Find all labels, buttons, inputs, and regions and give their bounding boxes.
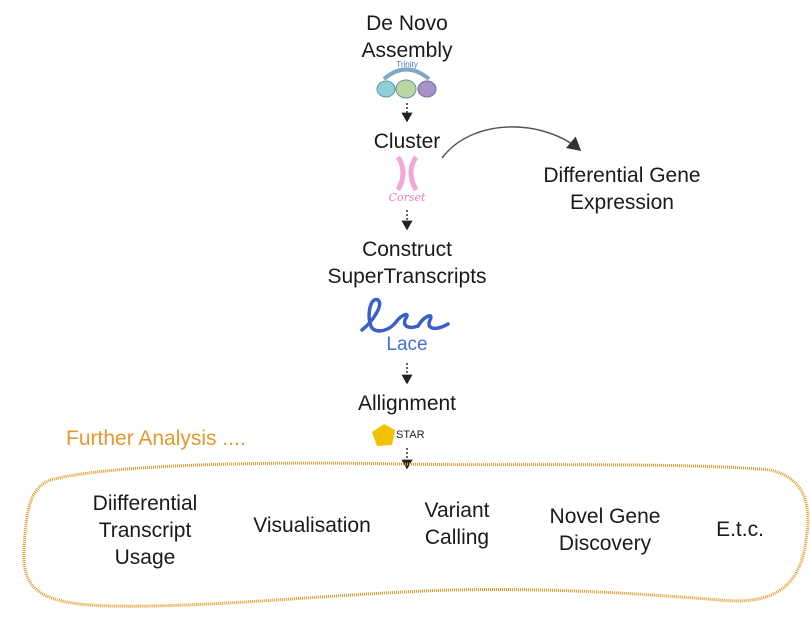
analysis-item-dtu-line2: Transcript xyxy=(98,519,192,542)
step-supertranscripts-line1: Construct xyxy=(362,238,452,261)
step-cluster: Cluster xyxy=(373,130,441,153)
analysis-item-visualisation-line1: Visualisation xyxy=(253,514,371,537)
step-alignment: Allignment xyxy=(357,392,457,415)
arrow-cluster-dge xyxy=(441,126,582,159)
analysis-item-etc: E.t.c. xyxy=(690,516,790,543)
lace-logo-icon xyxy=(360,297,450,333)
trinity-logo-icon xyxy=(376,67,437,99)
analysis-item-dtu-line3: Usage xyxy=(114,546,176,569)
analysis-item-dtu-line1: Diifferential xyxy=(92,492,198,515)
step-assembly: De Novo Assembly xyxy=(337,10,477,64)
analysis-item-visualisation: Visualisation xyxy=(237,512,387,539)
step-supertranscripts: Construct SuperTranscripts xyxy=(302,236,512,290)
analysis-blob xyxy=(22,461,810,608)
analysis-item-novel-gene-line2: Discovery xyxy=(558,532,652,555)
step-assembly-line2: Assembly xyxy=(361,39,453,62)
analysis-item-dtu: Diifferential Transcript Usage xyxy=(60,490,230,571)
side-dge-line2: Expression xyxy=(570,191,674,214)
analysis-item-novel-gene: Novel Gene Discovery xyxy=(525,503,685,557)
analysis-item-variant-calling-line1: Variant xyxy=(424,499,490,522)
lace-label: Lace xyxy=(386,334,428,355)
star-logo-icon xyxy=(372,424,395,446)
corset-logo-icon xyxy=(395,155,419,192)
side-dge-line1: Differential Gene xyxy=(543,164,701,187)
star-label: STAR xyxy=(396,429,425,441)
corset-label: Corset xyxy=(388,191,426,204)
side-dge: Differential Gene Expression xyxy=(512,162,732,216)
further-analysis-title: Further Analysis .... xyxy=(66,427,246,450)
analysis-item-variant-calling: Variant Calling xyxy=(397,497,517,551)
analysis-item-etc-line1: E.t.c. xyxy=(716,518,764,541)
step-supertranscripts-line2: SuperTranscripts xyxy=(327,265,487,288)
step-assembly-line1: De Novo xyxy=(366,12,448,35)
analysis-item-novel-gene-line1: Novel Gene xyxy=(549,505,661,528)
trinity-label: Trinity xyxy=(396,60,418,69)
analysis-item-variant-calling-line2: Calling xyxy=(424,526,490,549)
